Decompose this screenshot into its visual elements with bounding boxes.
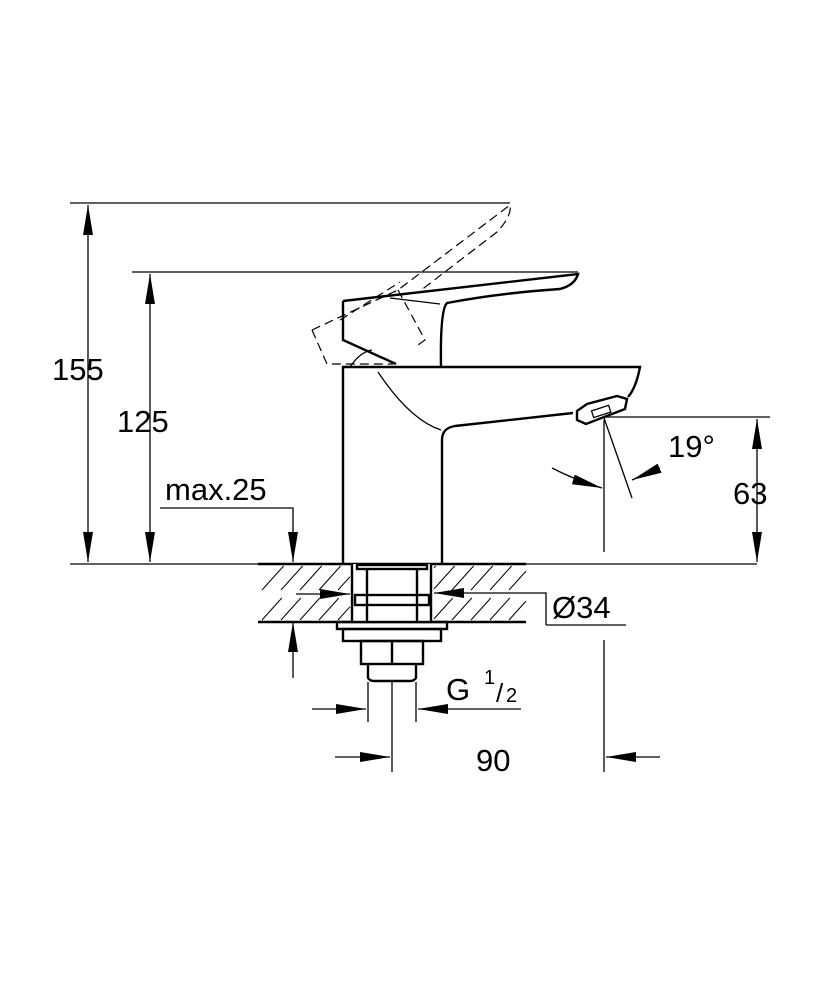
- hatch-line: [337, 576, 351, 591]
- hatch-line: [451, 565, 474, 591]
- hatch-line: [280, 597, 302, 621]
- hatch-line: [433, 565, 455, 590]
- hatch-line: [261, 597, 283, 621]
- hatch-line: [318, 565, 341, 591]
- thread-denominator: 2: [506, 685, 517, 707]
- dimension-diameter-label: Ø34: [552, 590, 611, 625]
- thread-size-label: G 1 / 2: [446, 667, 517, 708]
- thread-numerator: 1: [484, 667, 495, 689]
- hatch-line: [508, 570, 527, 591]
- mounting-shank: [335, 563, 449, 683]
- hatch-line: [451, 597, 473, 621]
- hatch-line: [489, 565, 512, 591]
- diameter-arrow-right: [434, 588, 547, 625]
- spout-angle-line: [603, 417, 633, 499]
- faucet-body: [341, 365, 642, 564]
- angle-arrow-left: [551, 467, 603, 489]
- angle-arrow-right: [631, 463, 662, 481]
- thread-prefix: G: [446, 672, 470, 707]
- lever-raised-position: [311, 203, 511, 365]
- hatch-line: [470, 597, 492, 621]
- hatch-line: [433, 597, 454, 620]
- hatch-line: [299, 565, 322, 591]
- hatch-line: [433, 565, 436, 569]
- hatch-line: [489, 597, 511, 621]
- aerator: [575, 394, 629, 426]
- dimension-reach-label: 90: [476, 743, 510, 778]
- hatch-line: [508, 600, 527, 621]
- dimension-max25-leader: [160, 507, 298, 562]
- dimension-125-label: 125: [117, 404, 169, 439]
- hatch-line: [470, 565, 493, 591]
- hatch-line: [318, 597, 340, 621]
- hatch-line: [299, 597, 321, 621]
- hatch-line: [280, 565, 303, 591]
- thread-slash: /: [496, 678, 504, 708]
- lever: [341, 272, 580, 368]
- hatch-line: [261, 565, 284, 591]
- dimension-155-label: 155: [52, 352, 104, 387]
- dimension-angle-label: 19°: [668, 429, 715, 464]
- hatch-line: [337, 606, 351, 621]
- dimension-63-label: 63: [733, 476, 767, 511]
- dimension-max25-label: max.25: [165, 472, 267, 507]
